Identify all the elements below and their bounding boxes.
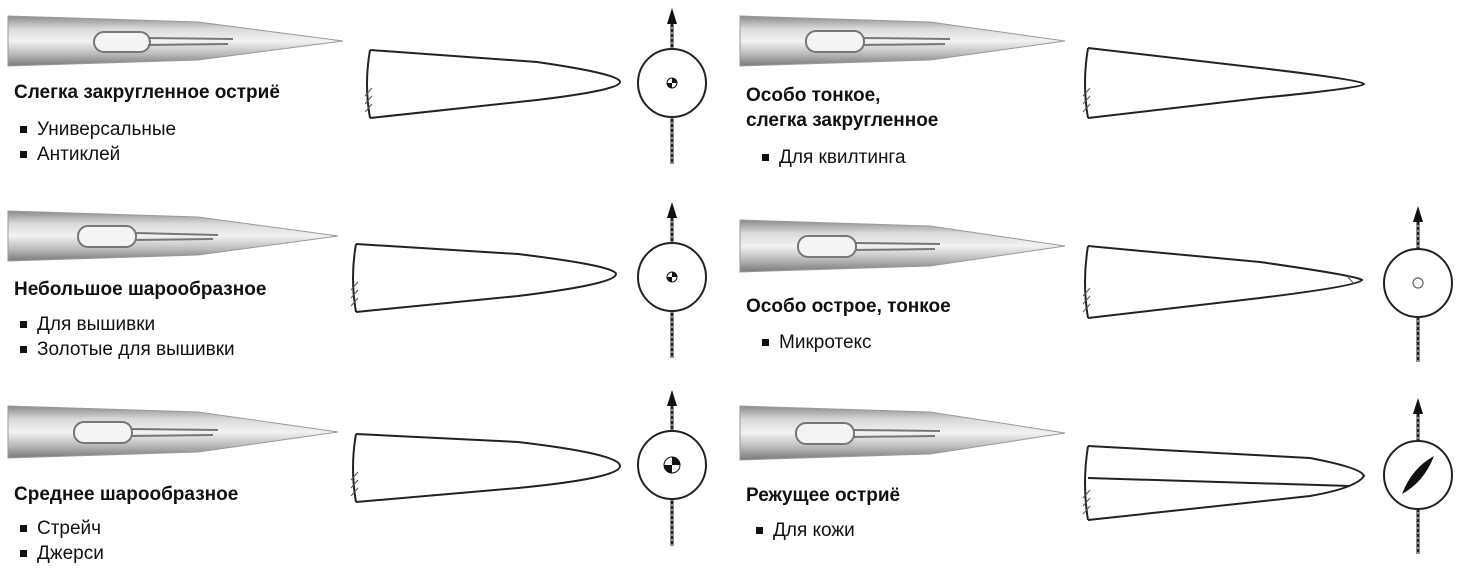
list-item: Джерси — [20, 541, 104, 566]
needle-title: Небольшое шарообразное — [14, 279, 267, 300]
list-item: Золотые для вышивки — [20, 337, 235, 362]
needle-tip-outline — [1082, 445, 1366, 521]
list-item: Для кожи — [756, 518, 855, 543]
list-item: Универсальные — [20, 117, 176, 142]
needle-tip-outline — [1082, 47, 1366, 119]
needle-title: Среднее шарообразное — [14, 484, 239, 505]
needle-photo-icon — [7, 15, 344, 67]
cross-section-icon — [637, 388, 707, 548]
needle-photo-icon — [739, 15, 1066, 67]
list-item: Микротекс — [762, 330, 872, 355]
needle-tip-outline — [350, 433, 622, 503]
needle-title: Режущее остриё — [746, 485, 901, 506]
needle-uses-list: Для квилтинга — [762, 145, 906, 170]
needle-photo-icon — [7, 405, 339, 459]
needle-title: Слегка закругленное остриё — [14, 82, 280, 103]
needle-title: Особо тонкое, слегка закругленное — [746, 85, 939, 131]
needle-uses-list: Стрейч Джерси — [20, 516, 104, 566]
cross-section-icon — [637, 200, 707, 360]
needle-photo-icon — [739, 219, 1066, 273]
needle-tip-outline — [364, 49, 622, 119]
needle-uses-list: Для вышивки Золотые для вышивки — [20, 312, 235, 362]
needle-uses-list: Для кожи — [756, 518, 855, 543]
list-item: Для вышивки — [20, 312, 235, 337]
needle-uses-list: Микротекс — [762, 330, 872, 355]
cross-section-icon — [1383, 396, 1453, 556]
list-item: Стрейч — [20, 516, 104, 541]
needle-uses-list: Универсальные Антиклей — [20, 117, 176, 167]
needle-photo-icon — [7, 210, 339, 262]
cross-section-icon — [1383, 204, 1453, 364]
list-item: Антиклей — [20, 142, 176, 167]
cross-section-icon — [637, 6, 707, 166]
needle-title: Особо острое, тонкое — [746, 296, 951, 317]
needle-photo-icon — [739, 405, 1066, 461]
needle-tip-outline — [1082, 245, 1364, 319]
list-item: Для квилтинга — [762, 145, 906, 170]
needle-tip-outline — [350, 243, 618, 313]
